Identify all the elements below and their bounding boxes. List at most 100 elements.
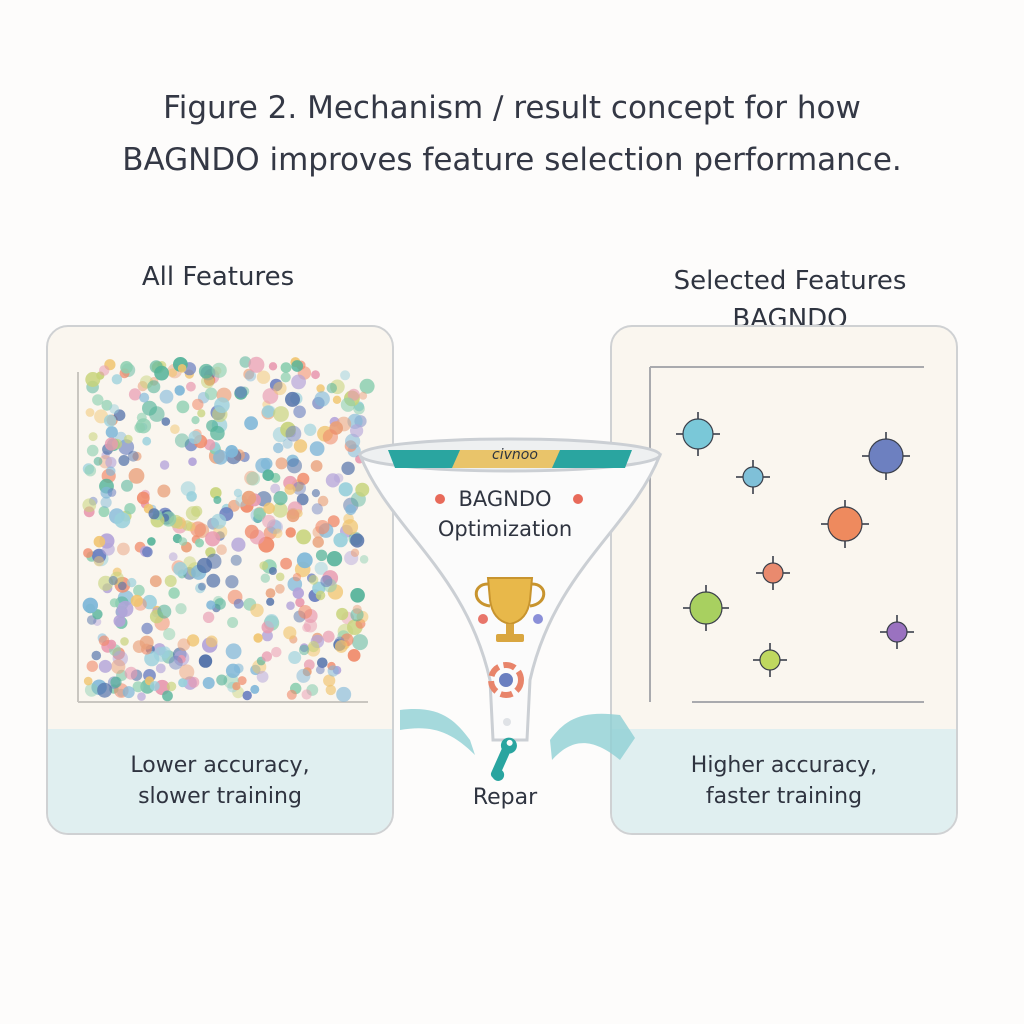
feature-dot: [142, 400, 157, 416]
feature-dot: [161, 417, 171, 426]
feature-dot: [285, 391, 300, 407]
feature-dot: [283, 626, 297, 640]
selected-features-scatter: [649, 366, 924, 703]
feature-dot: [127, 450, 139, 462]
feature-dot: [327, 665, 339, 677]
feature-dot: [124, 666, 138, 680]
feature-dot: [325, 684, 336, 696]
feature-dot: [286, 509, 300, 523]
feature-dot: [280, 362, 292, 373]
feature-dot: [260, 457, 273, 470]
feature-dot: [273, 381, 287, 396]
feature-dot: [137, 692, 146, 701]
feature-dot: [132, 451, 142, 461]
feature-dot: [272, 528, 283, 539]
feature-dot: [170, 424, 180, 434]
feature-dot: [250, 603, 264, 617]
feature-dot: [168, 552, 178, 562]
feature-dot: [246, 471, 261, 486]
feature-dot: [256, 370, 271, 384]
feature-dot: [225, 445, 239, 458]
feature-dot: [350, 588, 365, 603]
feature-dot: [98, 635, 110, 647]
feature-dot: [186, 634, 200, 647]
feature-dot: [325, 473, 340, 488]
feature-dot: [304, 423, 317, 436]
feature-dot: [359, 391, 368, 400]
feature-dot: [314, 561, 328, 575]
feature-dot: [286, 458, 302, 474]
feature-dot: [266, 597, 275, 606]
feature-dot: [292, 587, 304, 599]
feature-dot: [273, 491, 288, 506]
feature-dot: [264, 405, 276, 417]
selected-feature-marker: [880, 615, 914, 649]
feature-dot: [204, 387, 218, 401]
feature-dot: [230, 554, 242, 566]
feature-dot: [214, 397, 230, 413]
feature-dot: [317, 495, 329, 507]
feature-dot: [322, 630, 335, 643]
feature-dot: [83, 676, 93, 686]
feature-dot: [225, 643, 242, 660]
flow-out-connector: [550, 713, 635, 760]
feature-dot: [206, 553, 222, 569]
feature-dot: [177, 655, 186, 664]
feature-dot: [347, 388, 360, 401]
feature-dot: [91, 650, 102, 661]
feature-dot: [285, 425, 302, 442]
feature-dot: [309, 441, 325, 456]
feature-dot: [191, 416, 200, 425]
feature-dot: [352, 634, 368, 651]
feature-dot: [260, 573, 270, 583]
feature-dot: [136, 412, 147, 423]
feature-dot: [130, 594, 143, 607]
feature-dot: [174, 385, 185, 396]
feature-dot: [284, 483, 296, 495]
feature-dot: [350, 548, 360, 557]
feature-dot: [197, 409, 206, 418]
feature-dot: [111, 659, 126, 674]
feature-dot: [178, 537, 188, 546]
feature-dot: [347, 649, 361, 662]
feature-dot: [311, 489, 320, 498]
feature-dot: [214, 598, 226, 610]
feature-dot: [186, 381, 196, 392]
feature-dot: [92, 394, 104, 406]
feature-dot: [166, 681, 177, 692]
feature-dot: [82, 597, 98, 613]
feature-dot: [128, 388, 142, 401]
feature-dot: [340, 397, 356, 412]
selected-features-title-line-1: Selected Features: [673, 266, 907, 296]
feature-dot: [147, 537, 156, 546]
feature-dot: [122, 686, 135, 699]
feature-dot: [188, 676, 200, 688]
feature-dot: [142, 436, 152, 446]
feature-dot: [242, 690, 252, 701]
feature-dot: [316, 384, 325, 393]
feature-dot: [198, 654, 213, 668]
feature-dot: [175, 603, 187, 615]
figure-caption: Figure 2. Mechanism / result concept for…: [40, 82, 984, 186]
feature-dot: [233, 598, 244, 609]
feature-dot: [148, 508, 160, 520]
feature-dot: [280, 557, 292, 570]
feature-dot: [322, 429, 338, 445]
neck-drop: [503, 718, 511, 726]
feature-dot: [213, 449, 228, 465]
feature-dot: [285, 527, 296, 538]
feature-dot: [275, 572, 285, 582]
feature-dot: [123, 434, 133, 444]
caption-line-1: Figure 2. Mechanism / result concept for…: [163, 90, 861, 126]
feature-dot: [232, 682, 241, 691]
feature-dot-cloud: [82, 356, 375, 702]
feature-dot: [177, 638, 191, 651]
trophy-icon: [474, 577, 546, 642]
feature-dot: [174, 433, 190, 448]
feature-dot: [323, 674, 336, 687]
feature-dot: [163, 628, 176, 641]
feature-dot: [107, 488, 117, 497]
repair-label: Repar: [472, 785, 538, 810]
feature-dot: [100, 496, 112, 508]
feature-dot: [99, 365, 110, 376]
